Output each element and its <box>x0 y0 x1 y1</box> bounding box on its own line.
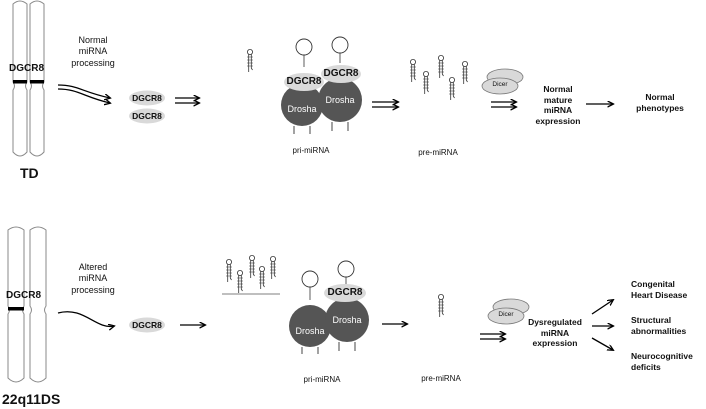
ds-dicer-label: Dicer <box>498 311 514 318</box>
td-chromosome-label: DGCR8 <box>9 63 45 74</box>
td-double-arrow-3 <box>491 102 516 107</box>
ds-complex-drosha-right: Drosha <box>332 315 362 325</box>
ds-dgcr8-band <box>8 307 24 311</box>
td-dgcr8-pill-2-shape <box>129 108 165 124</box>
ds-outcome-neurocognitive-deficits: Neurocognitive deficits <box>631 351 693 372</box>
td-complex-dgcr8-left: DGCR8 <box>286 76 322 87</box>
ds-pre-mirna-label: pre-miRNA <box>421 374 461 383</box>
ds-outcome-congenital-heart-disease: Congenital Heart Disease <box>631 279 688 300</box>
ds-pri-mirna-label: pri-miRNA <box>303 375 341 384</box>
ds-microprocessor-complex <box>289 260 369 354</box>
td-complex-drosha-left: Drosha <box>287 104 317 114</box>
td-complex-drosha-right: Drosha <box>325 95 355 105</box>
ds-outcome-arrows <box>591 300 613 350</box>
ds-expression-label: Dysregulated miRNA expression <box>528 317 582 349</box>
td-microprocessor-complex <box>281 36 362 134</box>
td-dgcr8-band-left <box>13 80 27 84</box>
ds-processing-label: Altered miRNA processing <box>71 262 115 295</box>
ds-dicer <box>487 298 530 325</box>
td-double-arrow-1 <box>175 98 199 103</box>
td-phenotype-label: Normal phenotypes <box>636 92 684 113</box>
td-primary-transcript-hairpin <box>246 49 254 73</box>
ds-outcome-structural-abnormalities: Structural abnormalities <box>631 315 687 336</box>
td-group-label: TD <box>20 165 39 181</box>
td-double-arrow-2 <box>372 102 398 107</box>
td-pre-mirna-label: pre-miRNA <box>418 148 458 157</box>
td-dgcr8-pill-1: DGCR8 <box>132 93 162 103</box>
ds-chromosome-pair <box>7 226 47 383</box>
ds-dgcr8-pill-shape <box>129 317 165 333</box>
td-pri-mirna-label: pri-miRNA <box>292 146 330 155</box>
td-complex-dgcr8-right: DGCR8 <box>323 68 359 79</box>
ds-complex-dgcr8: DGCR8 <box>327 287 363 298</box>
ds-pre-mirna-hairpin <box>437 293 445 318</box>
ds-dgcr8-pill: DGCR8 <box>132 320 162 330</box>
td-dgcr8-pill-1-shape <box>129 90 165 106</box>
td-chromosome-pair <box>12 0 45 157</box>
ds-chromosome-label: DGCR8 <box>6 290 42 301</box>
td-expression-label: Normal mature miRNA expression <box>535 84 581 126</box>
td-processing-arrows <box>57 84 110 103</box>
ds-processing-arrow <box>57 311 114 327</box>
ds-complex-drosha-left: Drosha <box>295 326 325 336</box>
ds-group-label: 22q11DS <box>2 391 61 407</box>
td-dgcr8-pill-2: DGCR8 <box>132 111 162 121</box>
td-dicer-label: Dicer <box>492 81 508 88</box>
td-processing-label: Normal miRNA processing <box>71 35 115 68</box>
td-dicer <box>481 68 524 95</box>
td-pre-mirna-hairpins <box>409 55 469 101</box>
ds-pri-mirna-hairpins <box>222 254 280 295</box>
ds-double-arrow <box>480 334 505 339</box>
td-dgcr8-band-right <box>30 80 44 84</box>
